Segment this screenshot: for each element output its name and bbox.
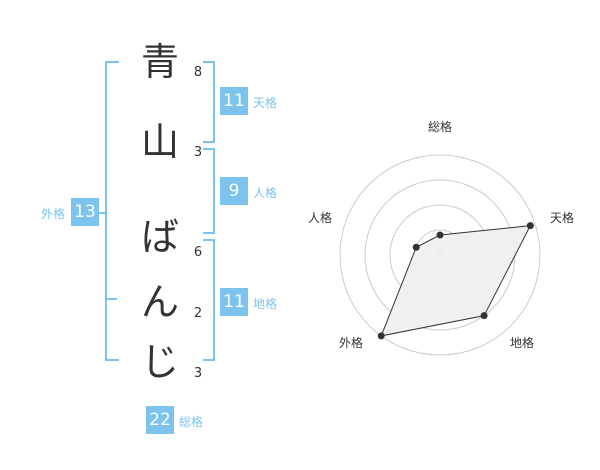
radar-axis-label-2: 天格 — [550, 210, 574, 225]
chikaku-bracket — [203, 239, 215, 361]
stroke-count-2: 3 — [193, 145, 203, 160]
name-char-3: ば — [140, 215, 179, 259]
jinkaku-label: 人格 — [253, 186, 278, 200]
radar-data-polygon — [380, 225, 532, 337]
name-char-1: 青 — [140, 40, 179, 84]
gaikaku-bracket — [105, 61, 119, 361]
soukaku-badge: 22 — [146, 406, 174, 434]
soukaku-label: 総格 — [179, 415, 204, 429]
radar-point-1 — [436, 231, 444, 239]
radar-axis-label-1: 総格 — [428, 119, 452, 134]
radar-axis-label-3: 地格 — [510, 335, 534, 350]
tenkaku-bracket — [203, 61, 215, 143]
radar-point-2 — [526, 222, 534, 230]
name-char-4: ん — [140, 280, 179, 324]
gaikaku-badge: 13 — [71, 198, 99, 226]
chikaku-badge: 11 — [220, 288, 248, 316]
radar-axis-label-5: 人格 — [308, 210, 332, 225]
name-char-5: じ — [140, 340, 179, 384]
radar-point-3 — [480, 312, 488, 320]
stroke-count-3: 6 — [193, 245, 203, 260]
stroke-count-1: 8 — [193, 65, 203, 80]
chikaku-label: 地格 — [253, 297, 278, 311]
radar-grid-ring-4 — [339, 154, 541, 356]
radar-point-5 — [412, 243, 420, 251]
gaikaku-label: 外格 — [41, 207, 66, 221]
gaikaku-bracket-inner-tick — [105, 298, 117, 300]
name-char-2: 山 — [140, 120, 179, 164]
jinkaku-bracket — [203, 148, 215, 234]
stroke-count-4: 2 — [193, 306, 203, 321]
radar-point-4 — [377, 332, 385, 340]
stroke-count-5: 3 — [193, 366, 203, 381]
tenkaku-badge: 11 — [220, 87, 248, 115]
gaikaku-bracket-tick — [99, 212, 107, 214]
radar-axis-label-4: 外格 — [339, 335, 363, 350]
tenkaku-label: 天格 — [253, 96, 278, 110]
jinkaku-badge: 9 — [220, 177, 248, 205]
